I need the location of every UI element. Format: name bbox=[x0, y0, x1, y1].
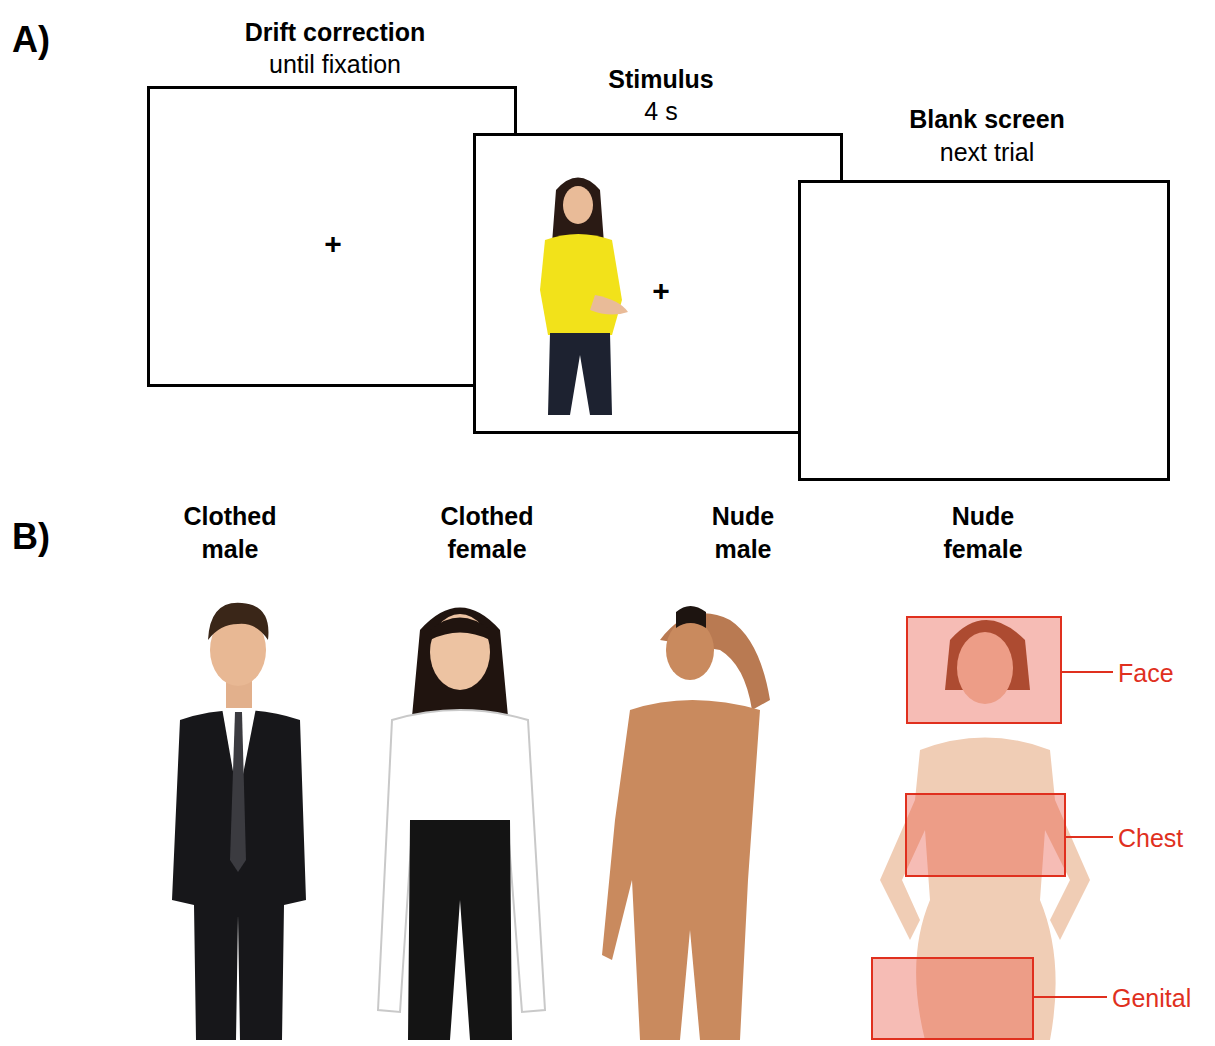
screen-subtitle: until fixation bbox=[150, 49, 520, 79]
screen-subtitle: 4 s bbox=[476, 96, 846, 126]
screen-subtitle: next trial bbox=[801, 137, 1173, 167]
panel-label: B) bbox=[12, 515, 50, 558]
aoi-label: Genital bbox=[1112, 983, 1191, 1013]
screen-title: Blank screen bbox=[801, 104, 1173, 134]
aoi-box: Genital bbox=[871, 957, 1034, 1040]
screen-frame: Stimulus4 s+ bbox=[473, 133, 843, 434]
screen-title: Stimulus bbox=[476, 64, 846, 94]
aoi-box: Face bbox=[906, 616, 1062, 724]
fixation-cross: + bbox=[652, 276, 670, 306]
screen-frame: Blank screennext trial bbox=[798, 180, 1170, 481]
category-header: Nude female bbox=[923, 500, 1043, 565]
screen-frame: Drift correctionuntil fixation+ bbox=[147, 86, 517, 387]
category-header: Clothed female bbox=[427, 500, 547, 565]
category-header: Clothed male bbox=[170, 500, 290, 565]
clothed-female-figure bbox=[378, 608, 545, 1041]
panel-label: A) bbox=[12, 18, 50, 61]
clothed-male-figure bbox=[172, 603, 306, 1040]
fixation-cross: + bbox=[324, 229, 342, 259]
nude-male-figure bbox=[602, 606, 770, 1040]
aoi-label: Chest bbox=[1118, 823, 1183, 853]
aoi-label: Face bbox=[1118, 658, 1174, 688]
aoi-box: Chest bbox=[905, 793, 1066, 877]
category-header: Nude male bbox=[683, 500, 803, 565]
screen-title: Drift correction bbox=[150, 17, 520, 47]
